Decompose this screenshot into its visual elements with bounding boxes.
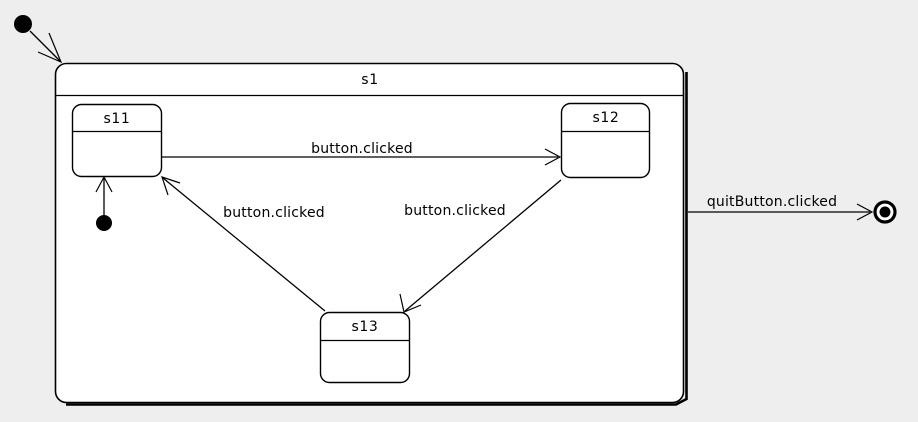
state-s12-body bbox=[560, 102, 651, 179]
state-s11-body bbox=[71, 103, 163, 178]
initial-state-inner[interactable] bbox=[96, 215, 112, 231]
state-s11[interactable]: s11 bbox=[71, 103, 163, 178]
transition-initial-to-s11[interactable] bbox=[95, 175, 113, 215]
transition-s11-to-s12-label: button.clicked bbox=[311, 141, 413, 157]
transition-s13-to-s11-arrowhead bbox=[161, 176, 181, 196]
transition-initial-to-s11-arrowhead bbox=[95, 175, 113, 193]
composite-state-title: s1 bbox=[361, 72, 378, 88]
state-s11-label: s11 bbox=[104, 111, 131, 127]
initial-state-inner-dot bbox=[96, 215, 112, 231]
state-s12-label: s12 bbox=[593, 110, 620, 126]
transition-initial-to-s1-line bbox=[29, 30, 61, 62]
transition-s13-to-s11[interactable]: button.clicked bbox=[161, 176, 326, 312]
transition-s1-to-final[interactable]: quitButton.clicked bbox=[688, 194, 874, 221]
state-s12[interactable]: s12 bbox=[560, 102, 651, 179]
transition-s13-to-s11-label: button.clicked bbox=[223, 205, 325, 221]
final-state-dot bbox=[879, 206, 891, 218]
initial-state-outer[interactable] bbox=[14, 15, 32, 33]
transition-initial-to-s1[interactable] bbox=[29, 30, 63, 64]
transition-s12-to-s13-line bbox=[404, 179, 562, 312]
transition-s1-to-final-label: quitButton.clicked bbox=[707, 194, 837, 210]
transition-s12-to-s13[interactable]: button.clicked bbox=[399, 179, 562, 313]
transition-s1-to-final-arrowhead bbox=[856, 203, 874, 221]
composite-state-body bbox=[54, 62, 685, 404]
state-s13-label: s13 bbox=[352, 319, 379, 335]
transition-initial-to-s1-arrowhead bbox=[37, 32, 63, 64]
final-state[interactable] bbox=[873, 200, 897, 224]
composite-state-shadow bbox=[66, 72, 688, 406]
state-s13-body bbox=[319, 311, 411, 384]
state-s13[interactable]: s13 bbox=[319, 311, 411, 384]
transition-s11-to-s12-arrowhead bbox=[544, 148, 562, 166]
transition-s12-to-s13-arrowhead bbox=[399, 293, 422, 313]
initial-state-dot bbox=[14, 15, 32, 33]
transition-s12-to-s13-label: button.clicked bbox=[404, 203, 506, 219]
composite-state-s1[interactable]: s1 bbox=[54, 62, 688, 406]
transition-s11-to-s12[interactable]: button.clicked bbox=[162, 141, 562, 166]
transition-s13-to-s11-line bbox=[162, 177, 326, 312]
